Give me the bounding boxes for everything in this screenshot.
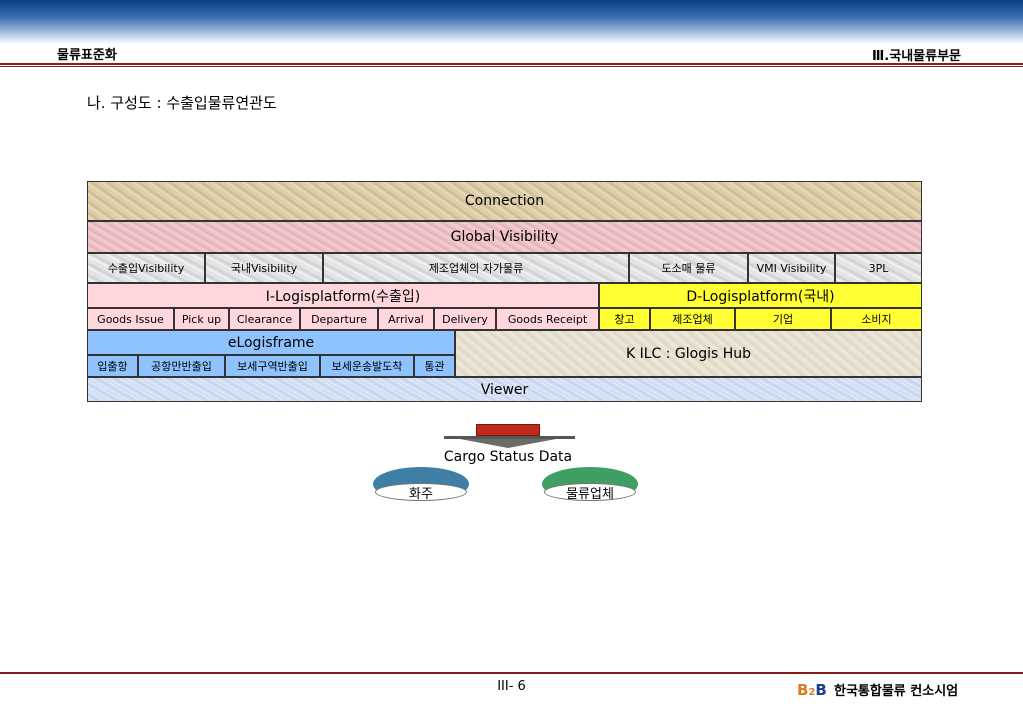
i-platform-step: Clearance bbox=[229, 308, 300, 330]
visibility-cell: 3PL bbox=[835, 253, 922, 283]
d-platform-step: 소비지 bbox=[831, 308, 922, 330]
header-right-section: Ⅲ.국내물류부문 bbox=[872, 49, 961, 64]
elogisframe-title: eLogisframe bbox=[87, 330, 455, 355]
elogisframe-step: 공항만반출입 bbox=[138, 355, 225, 377]
header-left-title: 물류표준화 bbox=[57, 48, 117, 63]
i-platform-step: Delivery bbox=[434, 308, 496, 330]
footer-divider bbox=[0, 672, 1023, 674]
arrow-base-line bbox=[444, 436, 575, 439]
d-platform-step: 기업 bbox=[735, 308, 831, 330]
header-divider-thin bbox=[0, 66, 1023, 67]
global-visibility-layer: Global Visibility bbox=[87, 221, 922, 253]
header-divider bbox=[0, 63, 1023, 65]
page-number: III- 6 bbox=[497, 679, 526, 694]
elogisframe-step: 보세운송발도착 bbox=[320, 355, 414, 377]
visibility-cell: 수출입Visibility bbox=[87, 253, 205, 283]
top-gradient-band bbox=[0, 0, 1023, 44]
d-platform-step: 제조업체 bbox=[650, 308, 735, 330]
d-platform-step: 창고 bbox=[599, 308, 650, 330]
visibility-cell: VMI Visibility bbox=[748, 253, 835, 283]
endpoint-label: 화주 bbox=[375, 483, 467, 502]
i-platform-step: Arrival bbox=[378, 308, 434, 330]
visibility-cell: 제조업체의 자가물류 bbox=[323, 253, 629, 283]
b2b-logo: B2B bbox=[797, 681, 827, 699]
d-logisplatform-title: D-Logisplatform(국내) bbox=[599, 283, 922, 308]
i-platform-step: Departure bbox=[300, 308, 378, 330]
connection-layer: Connection bbox=[87, 181, 922, 221]
endpoint-logistics-company: 물류업체 bbox=[542, 467, 638, 503]
endpoint-label: 물류업체 bbox=[544, 483, 636, 502]
endpoint-shipper: 화주 bbox=[373, 467, 469, 503]
elogisframe-step: 입출항 bbox=[87, 355, 138, 377]
down-arrow-icon bbox=[476, 424, 540, 436]
visibility-cell: 도소매 물류 bbox=[629, 253, 748, 283]
elogisframe-step: 보세구역반출입 bbox=[225, 355, 320, 377]
kilc-hub: K ILC : Glogis Hub bbox=[455, 330, 922, 377]
viewer-layer: Viewer bbox=[87, 377, 922, 402]
i-platform-step: Pick up bbox=[174, 308, 229, 330]
page-subtitle: 나. 구성도 : 수출입물류연관도 bbox=[87, 94, 277, 112]
elogisframe-step: 통관 bbox=[414, 355, 455, 377]
arrow-head-icon bbox=[460, 439, 556, 448]
i-platform-step: Goods Issue bbox=[87, 308, 174, 330]
i-logisplatform-title: I-Logisplatform(수출입) bbox=[87, 283, 599, 308]
visibility-cell: 국내Visibility bbox=[205, 253, 323, 283]
cargo-status-label: Cargo Status Data bbox=[443, 449, 573, 465]
i-platform-step: Goods Receipt bbox=[496, 308, 599, 330]
footer-brand: 한국통합물류 컨소시엄 bbox=[834, 684, 959, 699]
